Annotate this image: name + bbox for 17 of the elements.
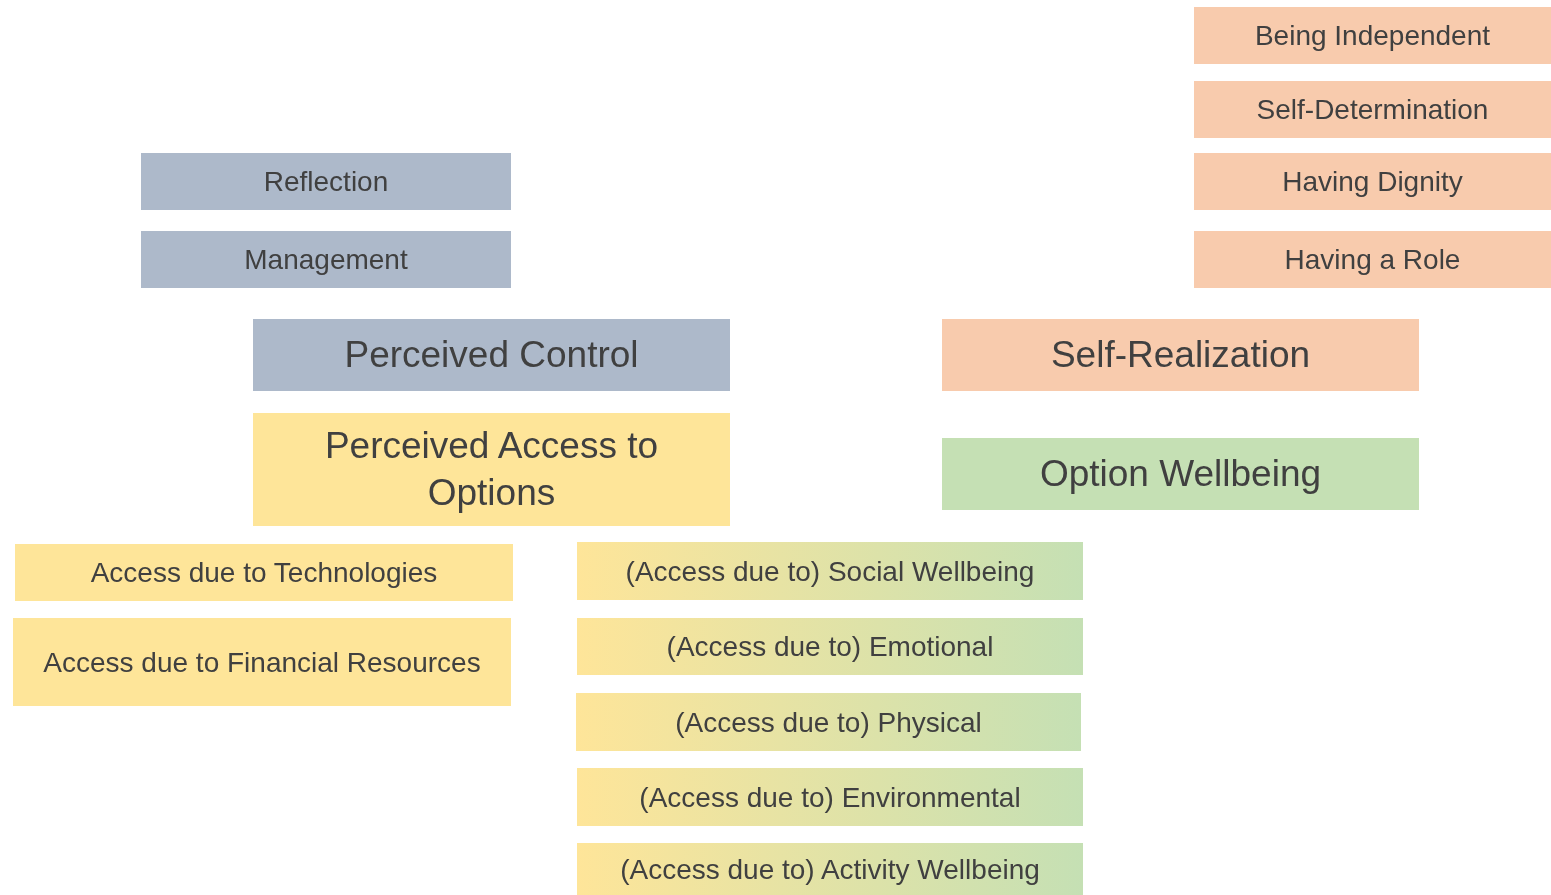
- category-box: Being Independent: [1194, 7, 1551, 64]
- category-box: (Access due to) Social Wellbeing: [577, 542, 1083, 600]
- category-box: (Access due to) Activity Wellbeing: [577, 843, 1083, 895]
- category-box: Having Dignity: [1194, 153, 1551, 210]
- category-box: Perceived Access to Options: [253, 413, 730, 526]
- category-box: Self-Determination: [1194, 81, 1551, 138]
- category-box: Reflection: [141, 153, 511, 210]
- category-box: Access due to Financial Resources: [13, 618, 511, 706]
- category-box: Access due to Technologies: [15, 544, 513, 601]
- category-box: Having a Role: [1194, 231, 1551, 288]
- category-box: Management: [141, 231, 511, 288]
- category-box: (Access due to) Environmental: [577, 768, 1083, 826]
- category-box: (Access due to) Physical: [576, 693, 1081, 751]
- category-box: Perceived Control: [253, 319, 730, 391]
- category-box: Option Wellbeing: [942, 438, 1419, 510]
- category-box: (Access due to) Emotional: [577, 618, 1083, 675]
- category-box: Self-Realization: [942, 319, 1419, 391]
